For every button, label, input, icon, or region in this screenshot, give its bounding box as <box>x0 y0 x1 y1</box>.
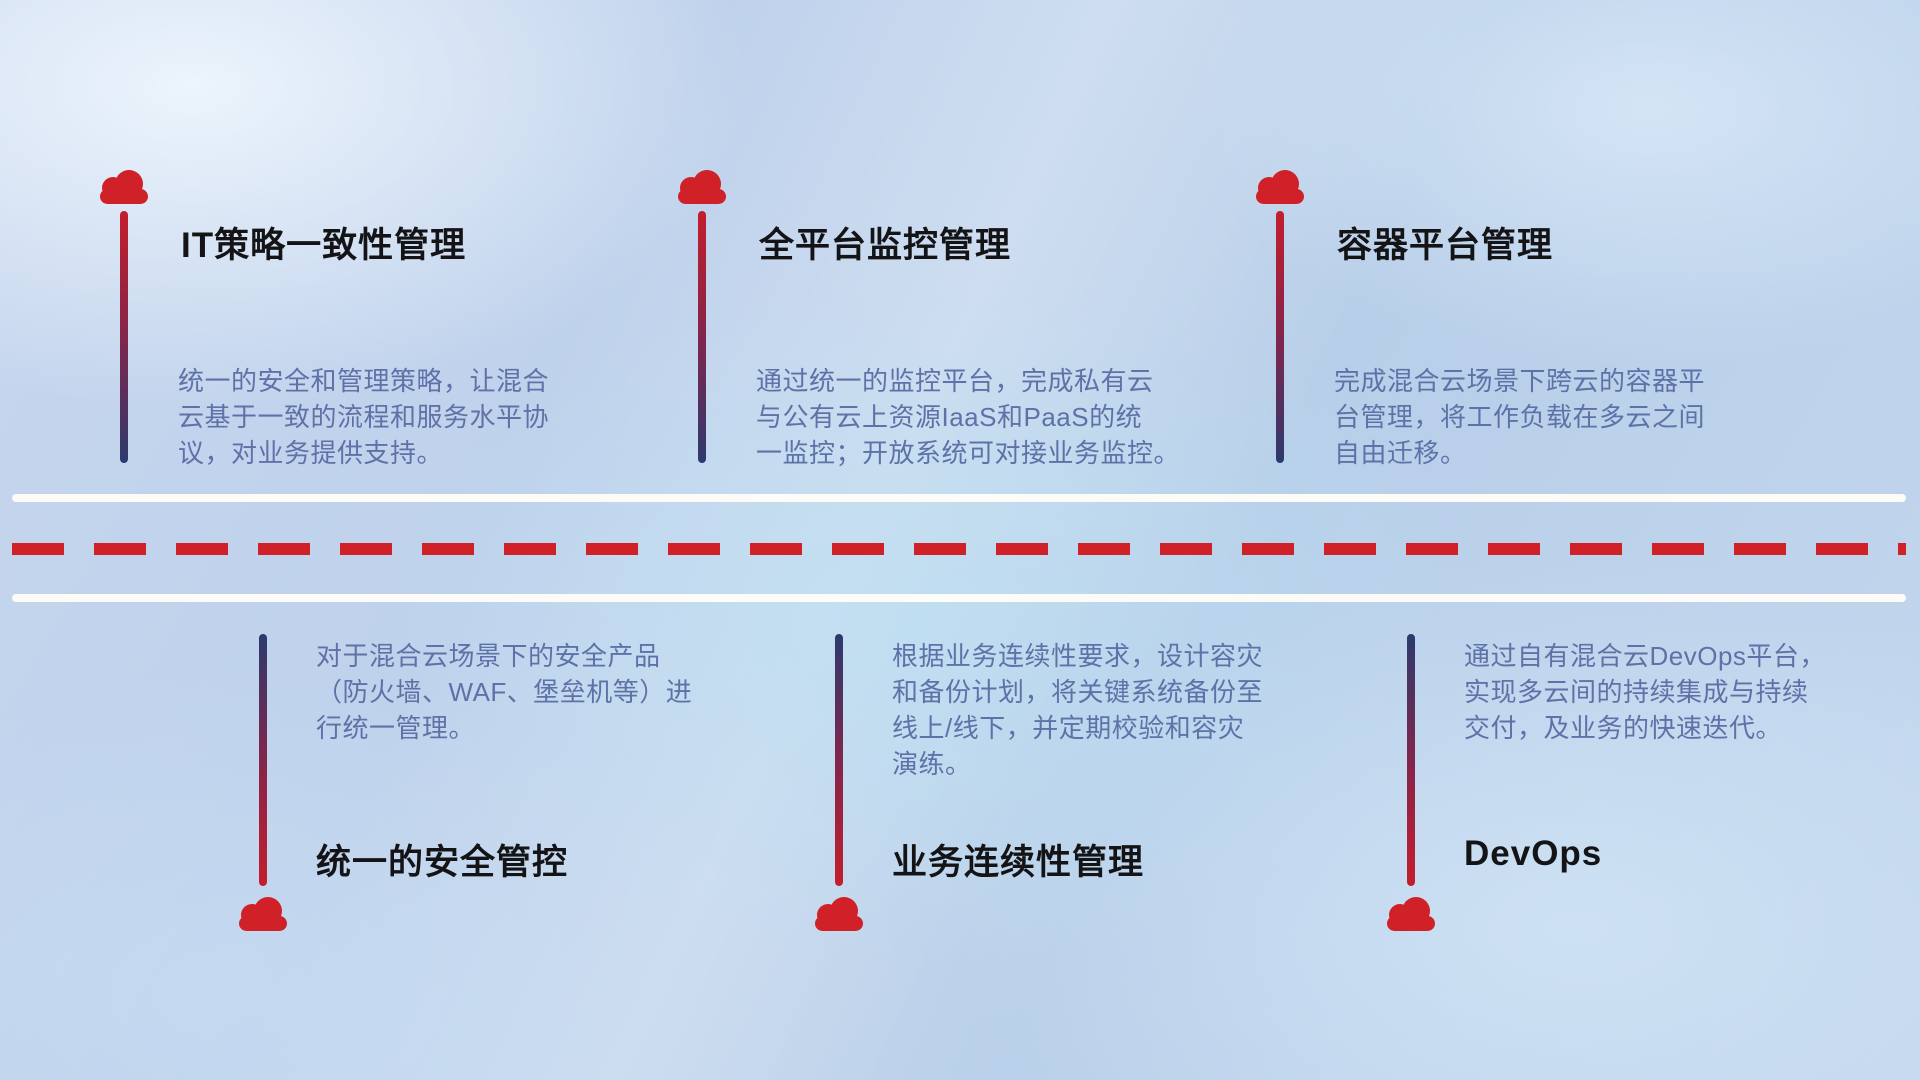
capability-description: 通过自有混合云DevOps平台， 实现多云间的持续集成与持续 交付，及业务的快速… <box>1464 641 1826 743</box>
capability-title: 统一的安全管控 <box>316 843 569 882</box>
cloud-icon <box>811 896 867 932</box>
capability-title: 容器平台管理 <box>1337 226 1554 265</box>
timeline-pole <box>120 211 128 463</box>
timeline-pole <box>1407 634 1415 886</box>
timeline-pole <box>835 634 843 886</box>
cloud-icon <box>96 169 152 205</box>
capability-title: 全平台监控管理 <box>759 226 1012 265</box>
capability-description: 统一的安全和管理策略，让混合 云基于一致的流程和服务水平协 议，对业务提供支持。 <box>178 366 550 468</box>
timeline-pole <box>698 211 706 463</box>
timeline-pole <box>1276 211 1284 463</box>
cloud-icon <box>235 896 291 932</box>
road-edge-line-bottom <box>12 594 1906 602</box>
capability-title: DevOps <box>1464 834 1603 873</box>
cloud-icon <box>1252 169 1308 205</box>
capability-description: 根据业务连续性要求，设计容灾 和备份计划，将关键系统备份至 线上/线下，并定期校… <box>892 641 1264 779</box>
cloud-icon <box>1383 896 1439 932</box>
cloud-icon <box>674 169 730 205</box>
capability-description: 完成混合云场景下跨云的容器平 台管理，将工作负载在多云之间 自由迁移。 <box>1334 366 1706 468</box>
capability-description: 对于混合云场景下的安全产品 （防火墙、WAF、堡垒机等）进 行统一管理。 <box>316 641 693 743</box>
road-edge-line-top <box>12 494 1906 502</box>
capability-title: 业务连续性管理 <box>892 843 1145 882</box>
capability-title: IT策略一致性管理 <box>181 226 467 265</box>
timeline-pole <box>259 634 267 886</box>
capability-description: 通过统一的监控平台，完成私有云 与公有云上资源IaaS和PaaS的统 一监控；开… <box>756 366 1181 468</box>
road-center-dashed-line <box>12 543 1906 555</box>
